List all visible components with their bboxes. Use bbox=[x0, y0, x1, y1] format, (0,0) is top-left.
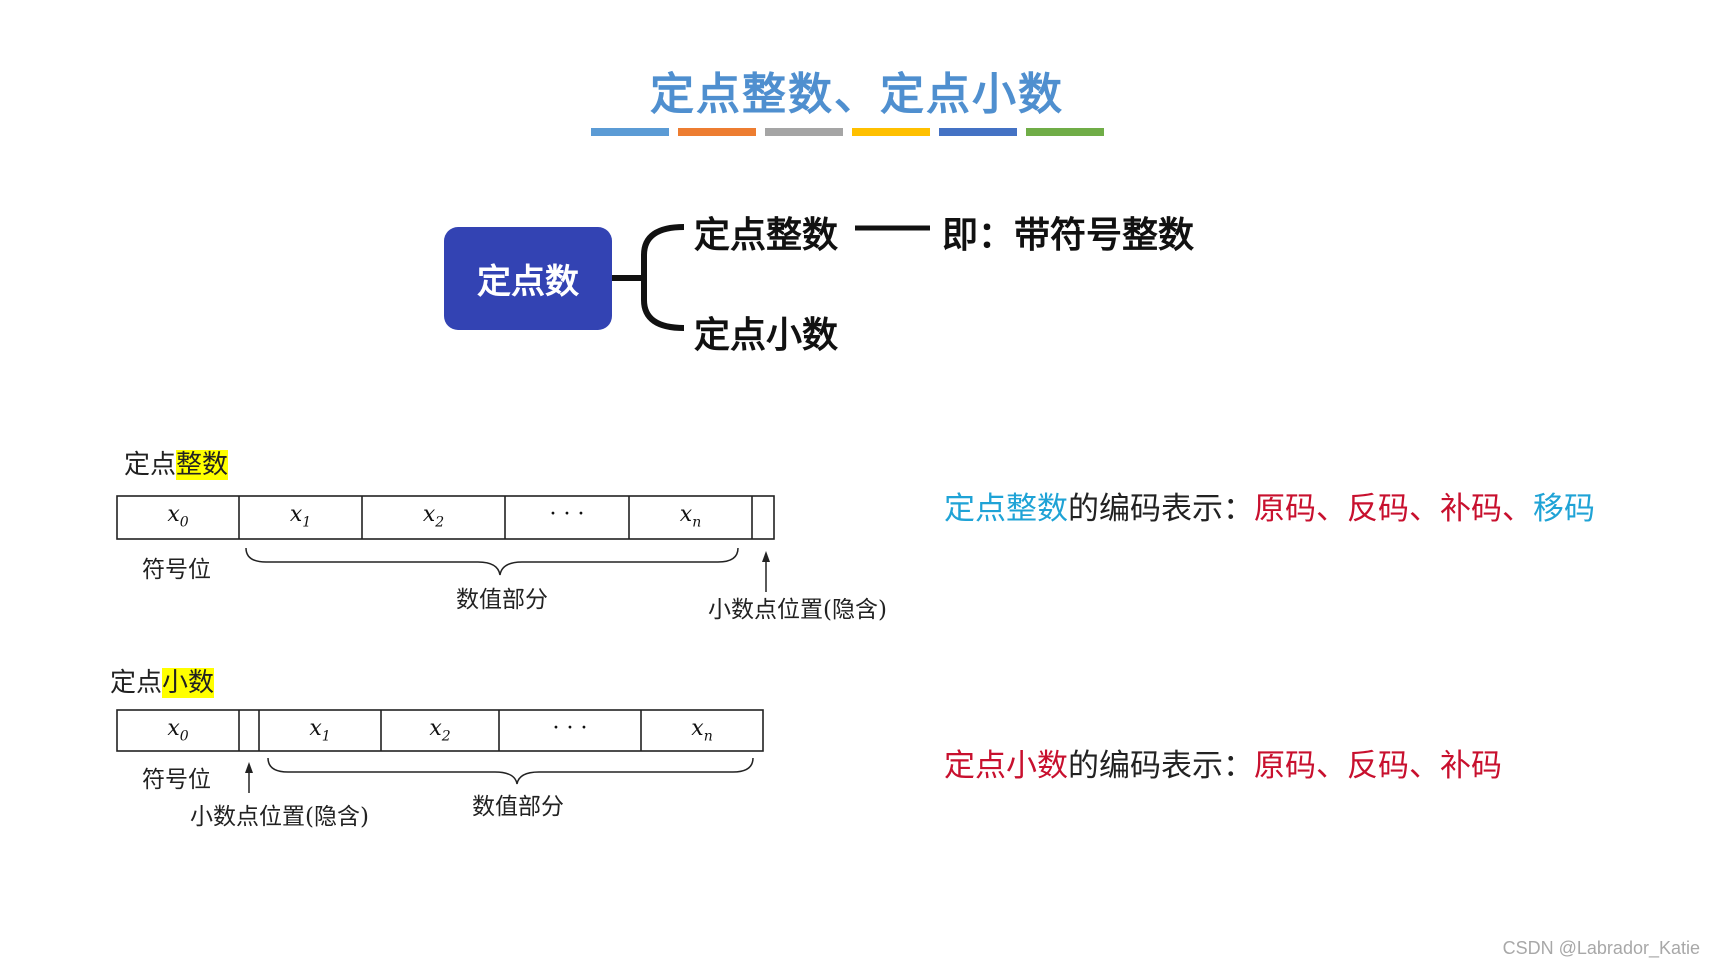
fraction-value-label: 数值部分 bbox=[472, 794, 564, 820]
fraction-encoding-line: 定点小数的编码表示：原码、反码、补码 bbox=[944, 740, 1502, 785]
integer-cell-1: x1 bbox=[289, 502, 312, 531]
fraction-encoding-subject: 定点小数 bbox=[944, 748, 1068, 784]
integer-cell-0: x0 bbox=[167, 502, 189, 531]
integer-sign-label: 符号位 bbox=[142, 557, 211, 583]
title-underline-yellow bbox=[852, 128, 930, 136]
integer-encoding-connector: 的编码表示： bbox=[1068, 491, 1254, 527]
title-underline-orange bbox=[678, 128, 756, 136]
integer-point-label: 小数点位置(隐含) bbox=[708, 597, 887, 623]
fraction-encoding-connector: 的编码表示： bbox=[1068, 748, 1254, 784]
fraction-cell-2: x2 bbox=[429, 716, 451, 745]
mindmap-branch-integer: 定点整数 bbox=[694, 215, 839, 256]
integer-cell-ellipsis: · · · bbox=[549, 502, 585, 527]
watermark: CSDN @Labrador_Katie bbox=[1502, 938, 1700, 958]
mindmap-branch-fraction: 定点小数 bbox=[694, 315, 839, 356]
page-title: 定点整数、定点小数 bbox=[650, 69, 1064, 120]
fraction-point-label: 小数点位置(隐含) bbox=[190, 804, 369, 830]
value-brace bbox=[267, 757, 754, 785]
integer-cell-n: xn bbox=[679, 502, 702, 531]
title-underline-blue bbox=[591, 128, 669, 136]
title-underline-green bbox=[1026, 128, 1104, 136]
encoding-item: 原码、 bbox=[1254, 748, 1347, 784]
caption-highlight: 整数 bbox=[176, 450, 229, 480]
fraction-sign-label: 符号位 bbox=[142, 767, 211, 793]
caption-highlight: 小数 bbox=[162, 668, 215, 698]
value-brace bbox=[245, 547, 739, 576]
integer-figure-caption: 定点整数 bbox=[124, 444, 229, 481]
encoding-item: 补码 bbox=[1440, 748, 1502, 784]
title-underline-gray bbox=[765, 128, 843, 136]
caption-prefix: 定点 bbox=[110, 668, 163, 698]
fraction-figure-caption: 定点小数 bbox=[110, 662, 215, 699]
integer-encoding-line: 定点整数的编码表示：原码、反码、补码、移码 bbox=[944, 483, 1595, 528]
caption-prefix: 定点 bbox=[124, 450, 177, 480]
title-underline-darkblue bbox=[939, 128, 1017, 136]
mindmap-integer-note: 即：带符号整数 bbox=[942, 215, 1195, 256]
bracket bbox=[641, 224, 685, 331]
fraction-cell-1: x1 bbox=[309, 716, 331, 745]
encoding-item: 反码、 bbox=[1347, 748, 1440, 784]
fraction-cell-0: x0 bbox=[167, 716, 189, 745]
integer-encoding-subject: 定点整数 bbox=[944, 491, 1068, 527]
encoding-item: 补码、 bbox=[1440, 491, 1533, 527]
integer-cell-2: x2 bbox=[422, 502, 445, 531]
encoding-item: 原码、 bbox=[1254, 491, 1347, 527]
encoding-item: 反码、 bbox=[1347, 491, 1440, 527]
encoding-item: 移码 bbox=[1533, 491, 1595, 527]
mindmap-root-node: 定点数 bbox=[444, 227, 612, 330]
fraction-cell-n: xn bbox=[691, 716, 713, 745]
integer-value-label: 数值部分 bbox=[456, 587, 548, 613]
fraction-cell-ellipsis: · · · bbox=[552, 716, 588, 741]
